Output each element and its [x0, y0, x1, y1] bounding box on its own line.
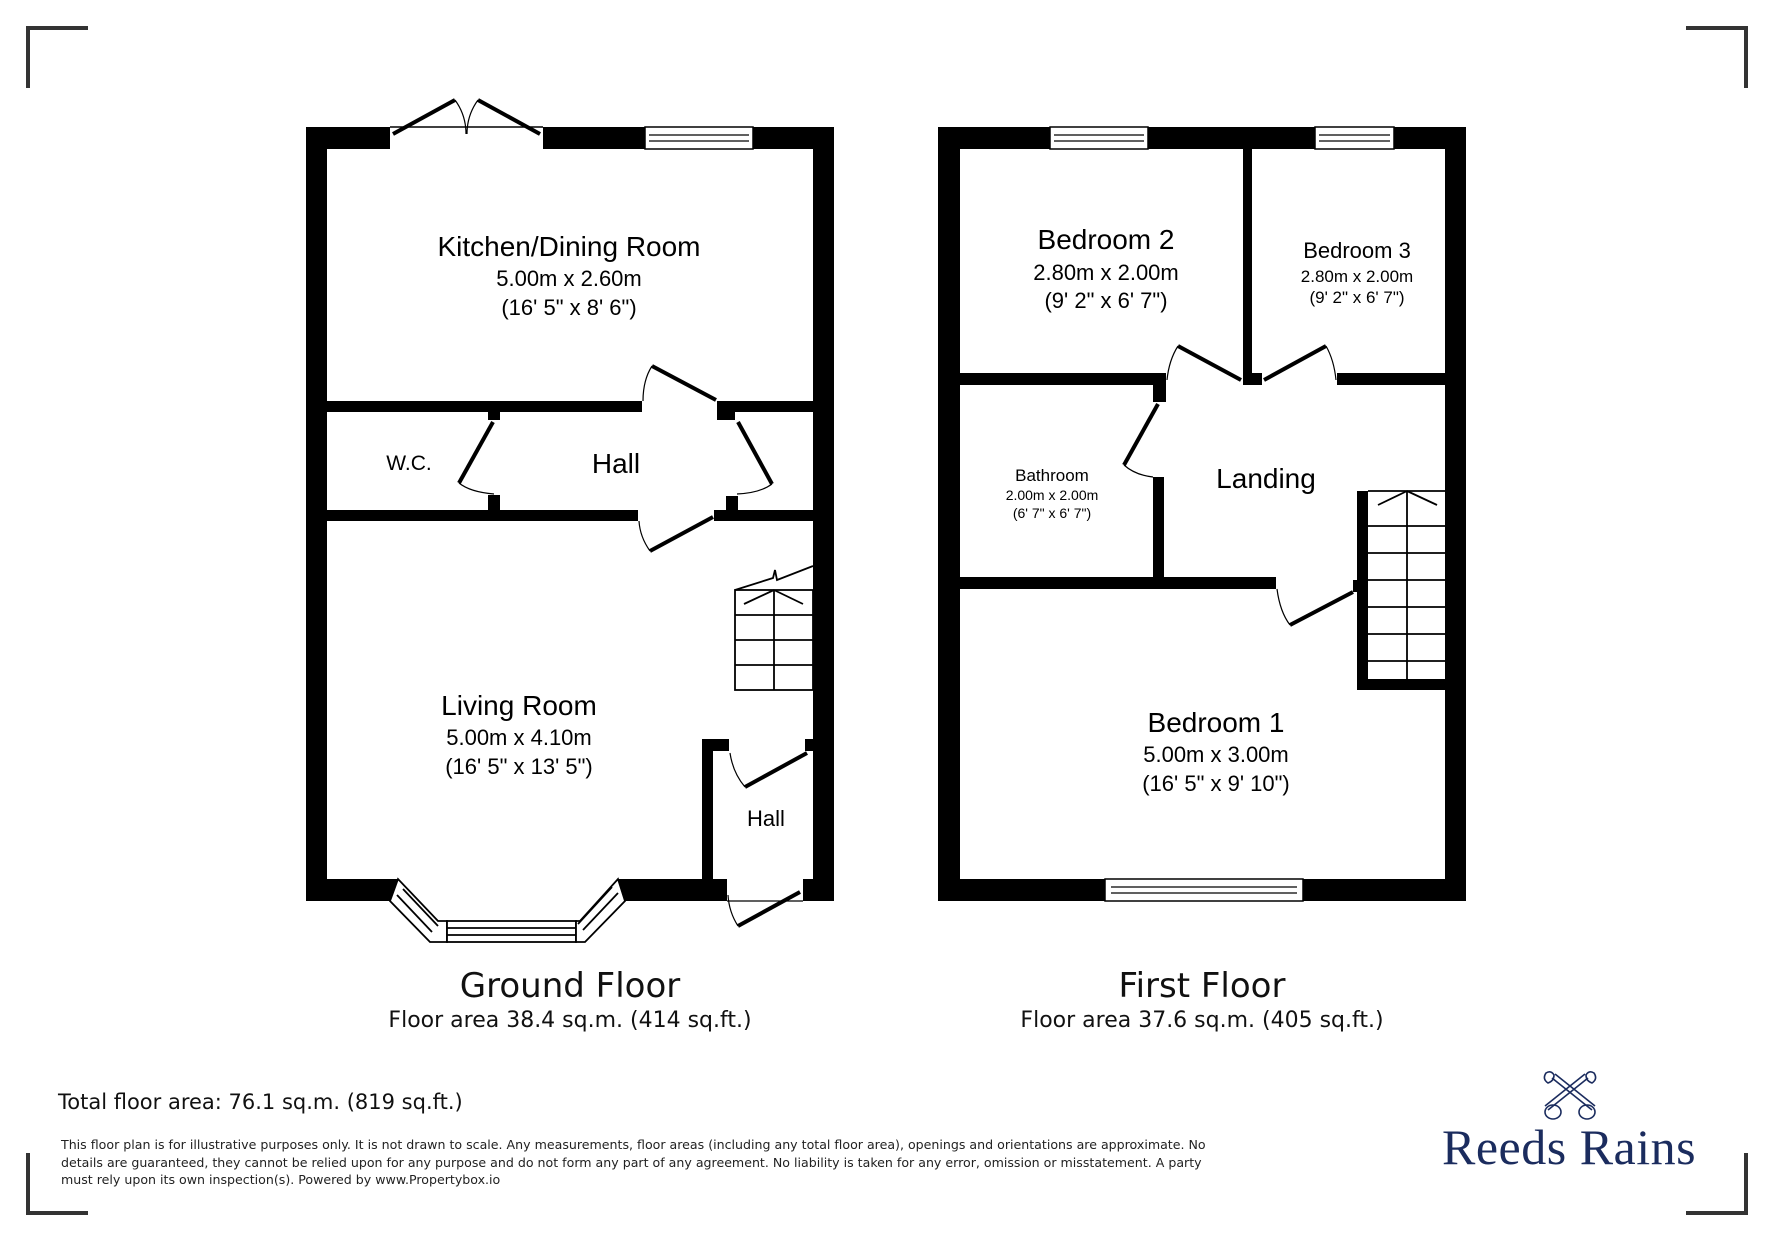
room-name: Kitchen/Dining Room: [437, 231, 700, 262]
room-name: Bedroom 3: [1303, 238, 1411, 263]
room-dimensions-metric: 2.80m x 2.00m: [1301, 267, 1413, 286]
first-floor-area: Floor area 37.6 sq.m. (405 sq.ft.): [1020, 1008, 1384, 1033]
room-dimensions-imperial: (16' 5" x 13' 5"): [445, 754, 593, 779]
ground-floor-area: Floor area 38.4 sq.m. (414 sq.ft.): [388, 1008, 752, 1033]
room-name: W.C.: [386, 452, 432, 475]
brand-logo-text: Reeds Rains: [1442, 1119, 1697, 1175]
disclaimer-line: This floor plan is for illustrative purp…: [61, 1137, 1206, 1152]
staircase: [734, 565, 814, 691]
corner-mark-top-left: [26, 26, 88, 88]
wall: [717, 401, 813, 412]
room-name: Bedroom 2: [1038, 224, 1175, 255]
wall: [306, 879, 398, 901]
room-dimensions-imperial: (16' 5" x 9' 10"): [1142, 771, 1290, 796]
disclaimer-line: must rely upon its own inspection(s). Po…: [61, 1172, 501, 1187]
wall: [543, 127, 645, 149]
corner-mark-top-right: [1686, 26, 1748, 88]
room-name: Bathroom: [1015, 466, 1089, 485]
staircase: [1368, 490, 1445, 679]
wall: [618, 879, 727, 901]
room-dimensions-imperial: (16' 5" x 8' 6"): [501, 295, 636, 320]
wall: [805, 739, 813, 751]
room-dimensions-metric: 5.00m x 3.00m: [1143, 742, 1289, 767]
room-name: Living Room: [441, 690, 597, 721]
ground-floor-room-labels: Kitchen/Dining Room 5.00m x 2.60m (16' 5…: [386, 231, 785, 831]
wall: [726, 496, 738, 510]
room-name: Landing: [1216, 463, 1316, 494]
room-dimensions-metric: 5.00m x 4.10m: [446, 725, 592, 750]
crossed-keys-icon: [1543, 1071, 1597, 1120]
window: [1314, 126, 1395, 150]
wall: [803, 879, 834, 901]
window: [644, 126, 754, 150]
room-dimensions-metric: 2.00m x 2.00m: [1006, 487, 1099, 503]
total-floor-area: Total floor area: 76.1 sq.m. (819 sq.ft.…: [58, 1090, 463, 1114]
window: [1049, 126, 1149, 150]
wall: [702, 739, 713, 879]
disclaimer-line: details are guaranteed, they cannot be r…: [61, 1154, 1202, 1170]
ground-floor-title: Ground Floor: [459, 966, 681, 1006]
wall: [327, 510, 638, 521]
room-dimensions-metric: 5.00m x 2.60m: [496, 266, 642, 291]
disclaimer: This floor plan is for illustrative purp…: [61, 1136, 1361, 1189]
wall: [813, 127, 834, 901]
room-dimensions-imperial: (9' 2" x 6' 7"): [1309, 288, 1404, 307]
wall: [714, 510, 813, 521]
wall: [488, 495, 500, 510]
first-floor-room-labels: Bedroom 2 2.80m x 2.00m (9' 2" x 6' 7") …: [1006, 224, 1414, 796]
first-floor-plan: [938, 127, 1466, 901]
room-dimensions-imperial: (6' 7" x 6' 7"): [1013, 505, 1091, 521]
window: [1104, 878, 1304, 902]
room-dimensions-imperial: (9' 2" x 6' 7"): [1044, 288, 1167, 313]
corner-mark-bottom-right: [1686, 1153, 1748, 1215]
room-name: Hall: [592, 448, 640, 479]
room-dimensions-metric: 2.80m x 2.00m: [1033, 260, 1179, 285]
bay-window: [388, 877, 627, 943]
wall: [488, 412, 500, 420]
ground-floor-openings: [388, 98, 814, 943]
first-floor-title: First Floor: [1118, 966, 1286, 1006]
first-floor-openings: [1049, 126, 1445, 902]
wall: [327, 401, 642, 412]
room-name: Hall: [747, 806, 785, 831]
wall: [306, 127, 327, 901]
wall: [702, 739, 729, 751]
ground-floor-plan: [306, 127, 834, 901]
corner-mark-bottom-left: [26, 1153, 88, 1215]
room-name: Bedroom 1: [1148, 707, 1285, 738]
wall: [717, 412, 735, 420]
